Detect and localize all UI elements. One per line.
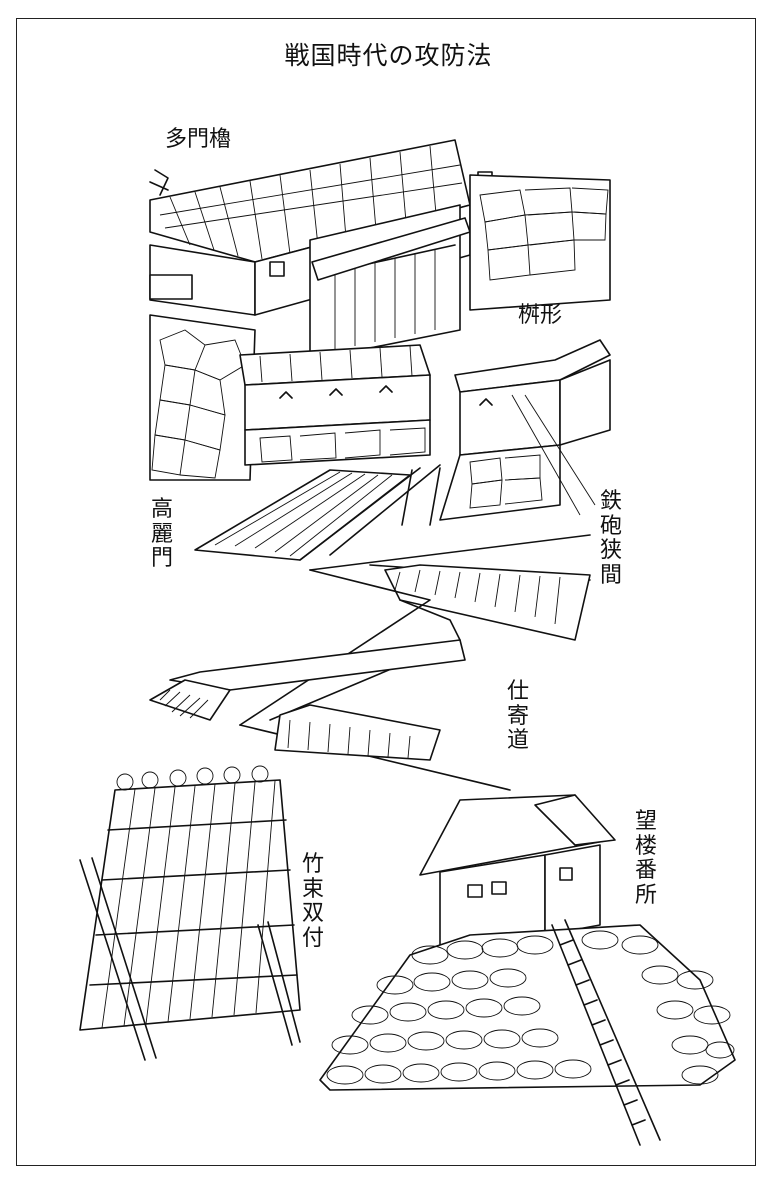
label-teppo-zama: 鉄砲狭間 — [598, 490, 624, 589]
label-koraimon: 高麗門 — [149, 498, 175, 572]
label-tamon-yagura: 多門櫓 — [165, 128, 231, 153]
label-shiyose-michi: 仕寄道 — [505, 680, 531, 754]
boro-bansho-drawing — [320, 795, 735, 1145]
takenotaba-drawing — [80, 766, 300, 1060]
stone-wall-left — [150, 315, 255, 480]
label-takenotaba: 竹束双付 — [300, 853, 326, 952]
stone-wall-right — [470, 175, 610, 310]
label-masugata: 桝形 — [518, 304, 562, 329]
label-boro-bansho: 望楼番所 — [633, 810, 659, 909]
